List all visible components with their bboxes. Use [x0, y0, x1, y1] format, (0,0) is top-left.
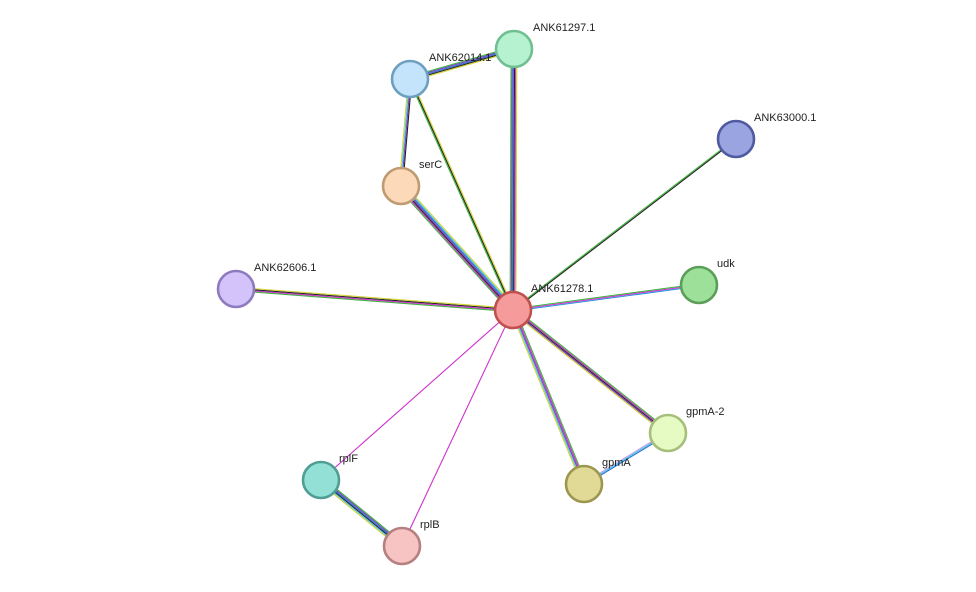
node-label-gpma-2: gpmA-2 [686, 406, 725, 418]
edge-ank61278-1-rplb [401, 309, 514, 547]
edge-strand [511, 311, 667, 436]
edge-ank61278-1-ank62606-1 [235, 286, 514, 313]
edge-strand [408, 79, 513, 311]
edge-strand [399, 186, 513, 312]
node-label-rplb: rplB [420, 519, 440, 531]
node-ank63000-1[interactable] [716, 119, 756, 159]
edge-strand [513, 139, 737, 311]
edge-strand [514, 49, 517, 311]
node-rplb[interactable] [382, 526, 422, 566]
edge-ank61278-1-gpma [510, 308, 587, 486]
edge-strand [235, 287, 514, 310]
edge-strand [398, 187, 512, 312]
node-label-ank61297-1: ANK61297.1 [533, 22, 595, 34]
node-label-ank62014-1: ANK62014.1 [429, 52, 491, 64]
node-gpma[interactable] [564, 464, 604, 504]
edge-strand [511, 310, 584, 485]
node-label-ank63000-1: ANK63000.1 [754, 112, 816, 124]
edge-ank61278-1-serc [398, 183, 516, 313]
edge-strand [512, 284, 700, 311]
edge-ank61278-1-gpma-2 [511, 307, 670, 436]
edge-strand [510, 48, 513, 310]
edge-strand [510, 310, 583, 486]
edge-strand [513, 309, 586, 484]
edge-strand [513, 285, 700, 312]
edge-strand [402, 184, 516, 309]
edge-strand [511, 310, 668, 435]
edge-ank61278-1-rplf [320, 309, 514, 481]
node-label-gpma: gpmA [602, 457, 631, 469]
edge-strand [235, 289, 514, 312]
node-ank62014-1[interactable] [390, 59, 430, 99]
edge-strand [514, 308, 587, 484]
edge-strand [398, 187, 511, 313]
node-layer [216, 29, 756, 566]
edge-ank61278-1-udk [512, 283, 700, 312]
node-label-udk: udk [717, 258, 735, 270]
node-udk[interactable] [679, 265, 719, 305]
node-label-rplf: rplF [339, 453, 358, 465]
edge-strand [401, 309, 514, 547]
edge-ank61278-1-ank62014-1 [408, 78, 515, 311]
edge-strand [512, 283, 699, 310]
edge-strand [513, 48, 516, 311]
edge-strand [401, 184, 515, 310]
edge-strand [235, 290, 513, 313]
edge-strand [236, 286, 514, 309]
edge-ank61278-1-ank61297-1 [509, 48, 518, 311]
edge-strand [410, 78, 515, 310]
node-serc[interactable] [381, 166, 421, 206]
node-ank61278-1[interactable] [493, 290, 533, 330]
node-gpma-2[interactable] [648, 413, 688, 453]
edge-ank61278-1-ank63000-1 [512, 138, 737, 311]
edge-strand [512, 138, 736, 310]
node-label-serc: serC [419, 159, 442, 171]
edge-strand [320, 309, 514, 481]
node-rplf[interactable] [301, 460, 341, 500]
edge-strand [514, 307, 670, 432]
edge-strand [409, 78, 514, 311]
node-ank62606-1[interactable] [216, 269, 256, 309]
edge-strand [403, 183, 516, 309]
node-label-ank62606-1: ANK62606.1 [254, 262, 316, 274]
edge-strand [513, 308, 670, 433]
node-label-ank61278-1: ANK61278.1 [531, 283, 593, 295]
edge-strand [509, 48, 512, 310]
node-ank61297-1[interactable] [494, 29, 534, 69]
edge-strand [511, 48, 514, 311]
edge-strand [512, 309, 585, 485]
edge-strand [400, 185, 514, 311]
edge-strand [515, 49, 518, 311]
edge-strand [512, 309, 669, 434]
